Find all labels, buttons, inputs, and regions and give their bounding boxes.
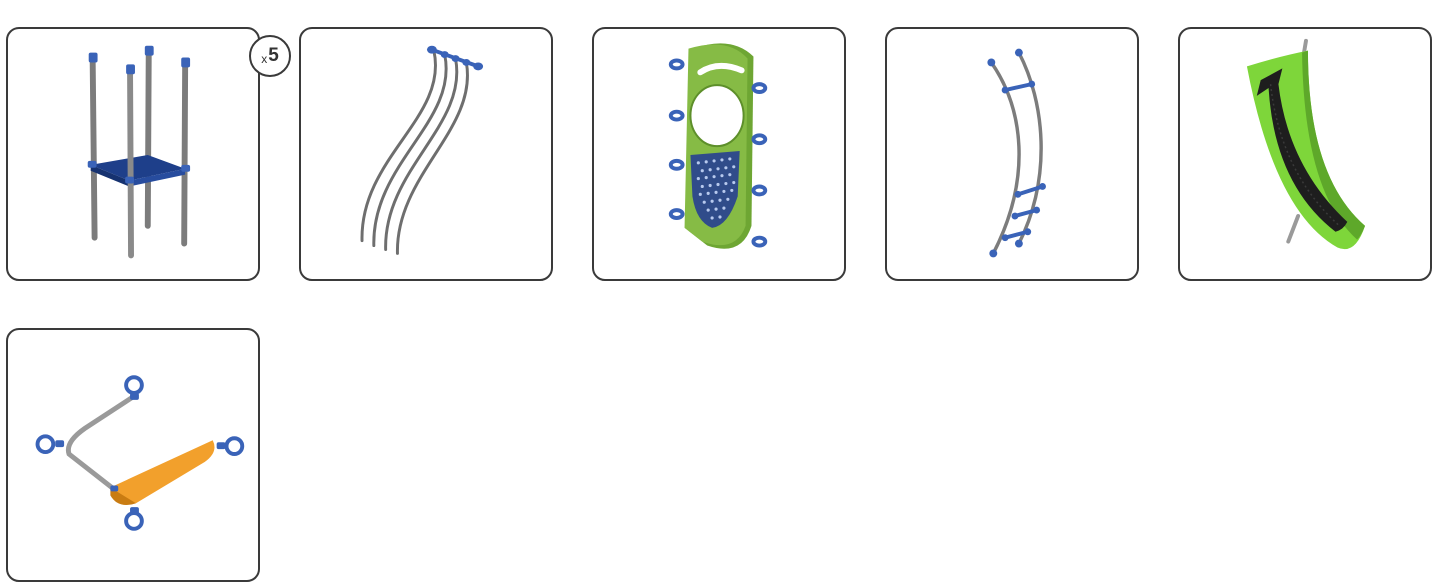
curved-rods-card[interactable] [299,27,553,281]
climbing-panel-card[interactable] [592,27,846,281]
quantity-value: 5 [268,45,279,66]
slide-panel-card[interactable] [1178,27,1432,281]
bridge-step-card[interactable] [6,328,260,582]
curved-ladder-illustration [987,48,1046,258]
curved-ladder-card[interactable] [885,27,1139,281]
deck-tower-illustration [87,45,191,259]
bridge-step-illustration [35,375,245,531]
quantity-prefix: x [261,51,268,66]
slide-panel-illustration [1246,38,1366,250]
climbing-panel-illustration [668,43,768,249]
curved-rods-illustration [360,45,484,255]
